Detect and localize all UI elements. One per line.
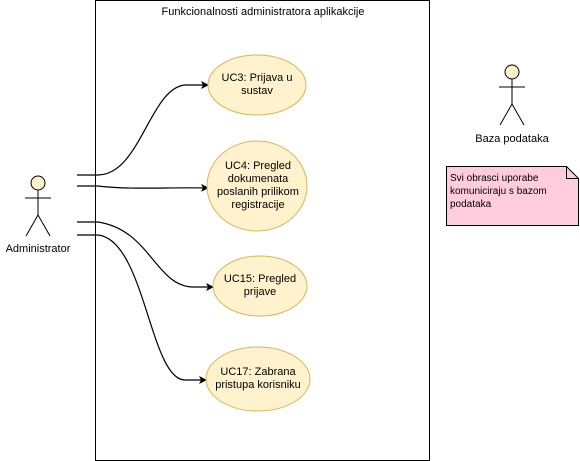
administrator-head bbox=[30, 175, 46, 191]
use-case-uc4: UC4: Pregled dokumenata poslanih priliko… bbox=[217, 160, 299, 211]
database-head bbox=[504, 64, 520, 80]
use-case-uc17-ellipse bbox=[205, 346, 311, 412]
note-fold bbox=[566, 166, 579, 179]
association-uc17 bbox=[77, 234, 207, 384]
use-case-uc4-ellipse bbox=[206, 140, 308, 232]
database-label: Baza podataka bbox=[475, 133, 549, 145]
use-case-uc3-ellipse bbox=[207, 54, 307, 116]
use-case-uc15-ellipse bbox=[212, 255, 308, 317]
association-uc4 bbox=[77, 183, 209, 192]
association-uc15 bbox=[77, 221, 214, 291]
administrator-actor-figure bbox=[25, 175, 51, 237]
administrator-label: Administrator bbox=[5, 243, 71, 255]
system-title: Funkcionalnosti administratora aplikakci… bbox=[161, 6, 365, 18]
note-text: Svi obrasci uporabe komuniciraju s bazom… bbox=[450, 173, 547, 210]
association-uc3 bbox=[77, 81, 209, 176]
use-case-uc15: UC15: Pregled prijave bbox=[223, 273, 297, 298]
database-actor-figure bbox=[499, 64, 525, 126]
note-shape bbox=[446, 166, 579, 226]
use-case-uc3: UC3: Prijava u sustav bbox=[221, 72, 293, 97]
use-case-uc17: UC17: Zabrana pristupa korisniku bbox=[215, 366, 301, 391]
